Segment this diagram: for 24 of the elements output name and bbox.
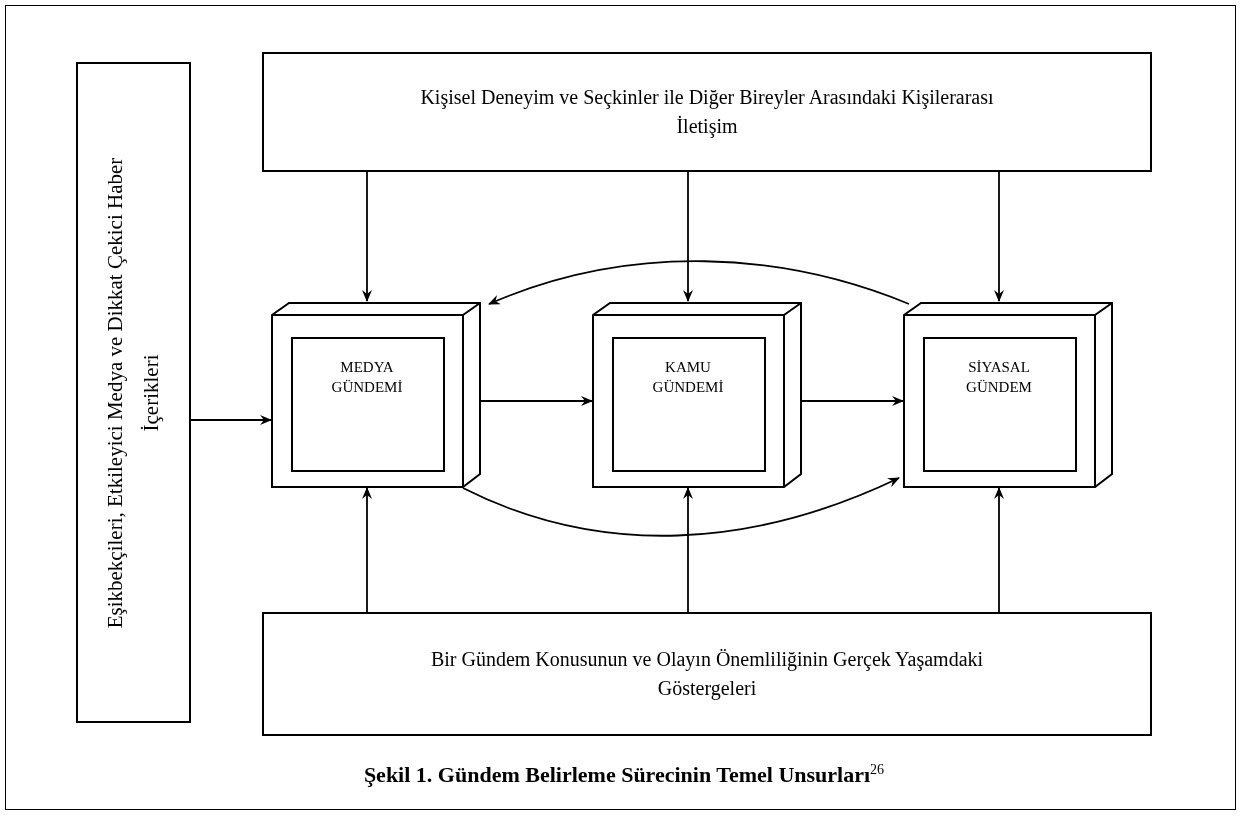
- arrow: [462, 477, 900, 537]
- box-text: Kişisel Deneyim ve Seçkinler ile Diğer Bireyler Arasındaki Kişilerarası İletişim: [419, 85, 995, 140]
- input-box: [76, 62, 191, 723]
- box-text: MEDYA GÜNDEMİ: [330, 358, 404, 398]
- box-text: Bir Gündem Konusunun ve Olayın Önemliliğinin Gerçek Yaşamdaki Göstergeleri: [429, 647, 985, 702]
- agenda-cube: [271, 302, 481, 488]
- arrow: [190, 415, 272, 425]
- arrow: [683, 487, 693, 613]
- arrow: [362, 171, 372, 302]
- arrow: [994, 487, 1004, 613]
- box-text: Eşikbekçileri, Etkileyici Medya ve Dikkat Çekici Haber İçerikleri: [101, 156, 164, 630]
- arrow: [480, 396, 593, 406]
- box-text: SİYASAL GÜNDEM: [965, 358, 1033, 398]
- agenda-cube: [592, 302, 802, 488]
- arrow: [801, 396, 904, 406]
- factor-box: [262, 612, 1152, 736]
- agenda-cube: [903, 302, 1113, 488]
- arrow: [488, 260, 910, 305]
- factor-box: [262, 52, 1152, 172]
- arrow: [683, 171, 693, 302]
- arrow: [994, 171, 1004, 302]
- arrow: [362, 487, 372, 613]
- figure-caption: Şekil 1. Gündem Belirleme Sürecinin Temel Unsurları$^{26}$: [362, 762, 886, 789]
- box-text: KAMU GÜNDEMİ: [651, 358, 725, 398]
